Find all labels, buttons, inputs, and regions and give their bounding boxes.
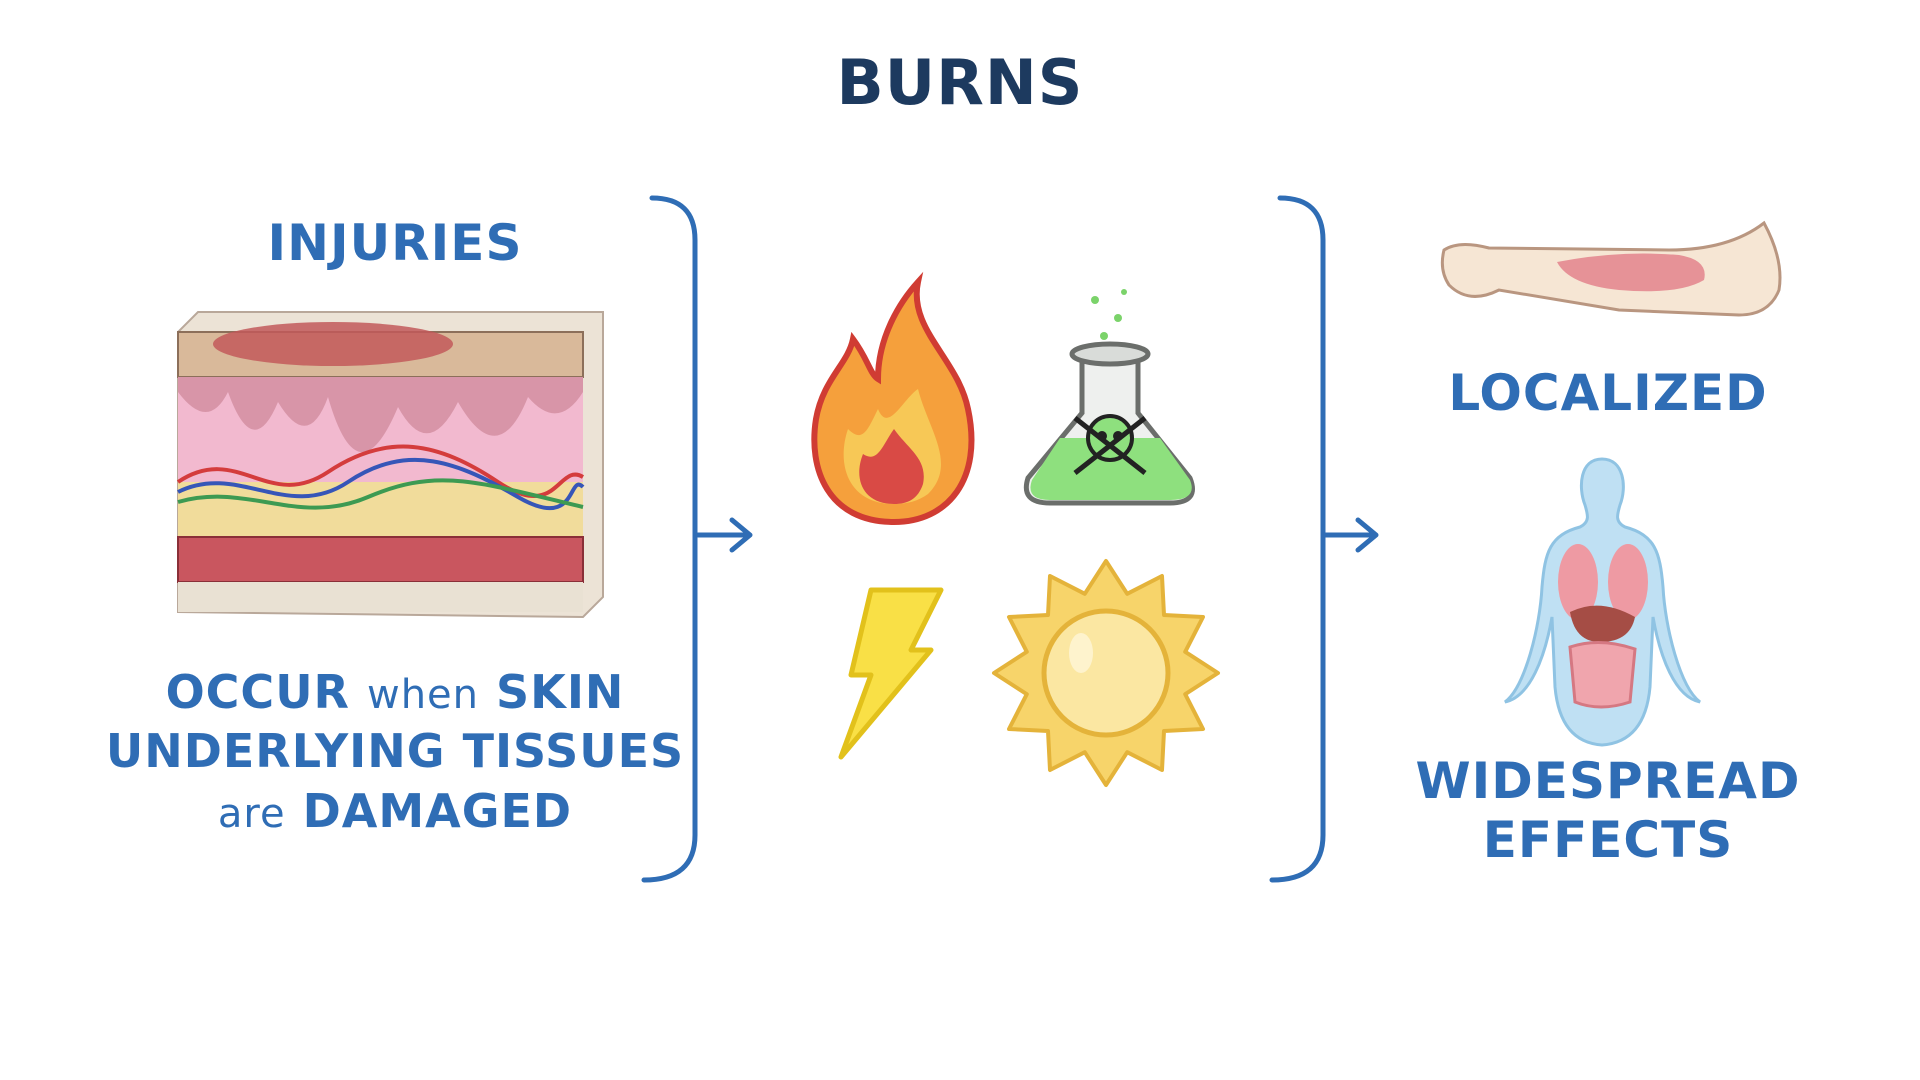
- widespread-label: WIDESPREAD: [1415, 752, 1801, 810]
- skin-cross-section-illustration: [176, 311, 604, 619]
- left-bracket: [641, 195, 698, 883]
- right-bracket: [1269, 195, 1326, 883]
- description-line-3: are DAMAGED: [218, 788, 572, 834]
- text-occur: OCCUR: [165, 665, 350, 719]
- fire-icon: [811, 271, 975, 526]
- description-line-2: UNDERLYING TISSUES: [105, 724, 685, 778]
- right-arrow-icon: [1321, 517, 1379, 553]
- page-title: BURNS: [836, 46, 1084, 119]
- injuries-heading: INJURIES: [267, 214, 523, 272]
- chemical-flask-icon: [1023, 289, 1195, 506]
- effects-label: EFFECTS: [1482, 811, 1734, 869]
- sun-icon: [992, 559, 1220, 787]
- right-arrow-icon: [695, 517, 753, 553]
- description-line-1: OCCUR when SKIN: [166, 669, 625, 715]
- lightning-icon: [838, 587, 944, 760]
- human-body-organs-illustration: [1504, 457, 1701, 747]
- text-skin: SKIN: [496, 665, 625, 719]
- burned-arm-illustration: [1440, 220, 1782, 317]
- localized-label: LOCALIZED: [1448, 364, 1768, 422]
- text-when: when: [366, 672, 480, 718]
- text-are: are: [217, 791, 286, 837]
- text-damaged: DAMAGED: [302, 784, 573, 838]
